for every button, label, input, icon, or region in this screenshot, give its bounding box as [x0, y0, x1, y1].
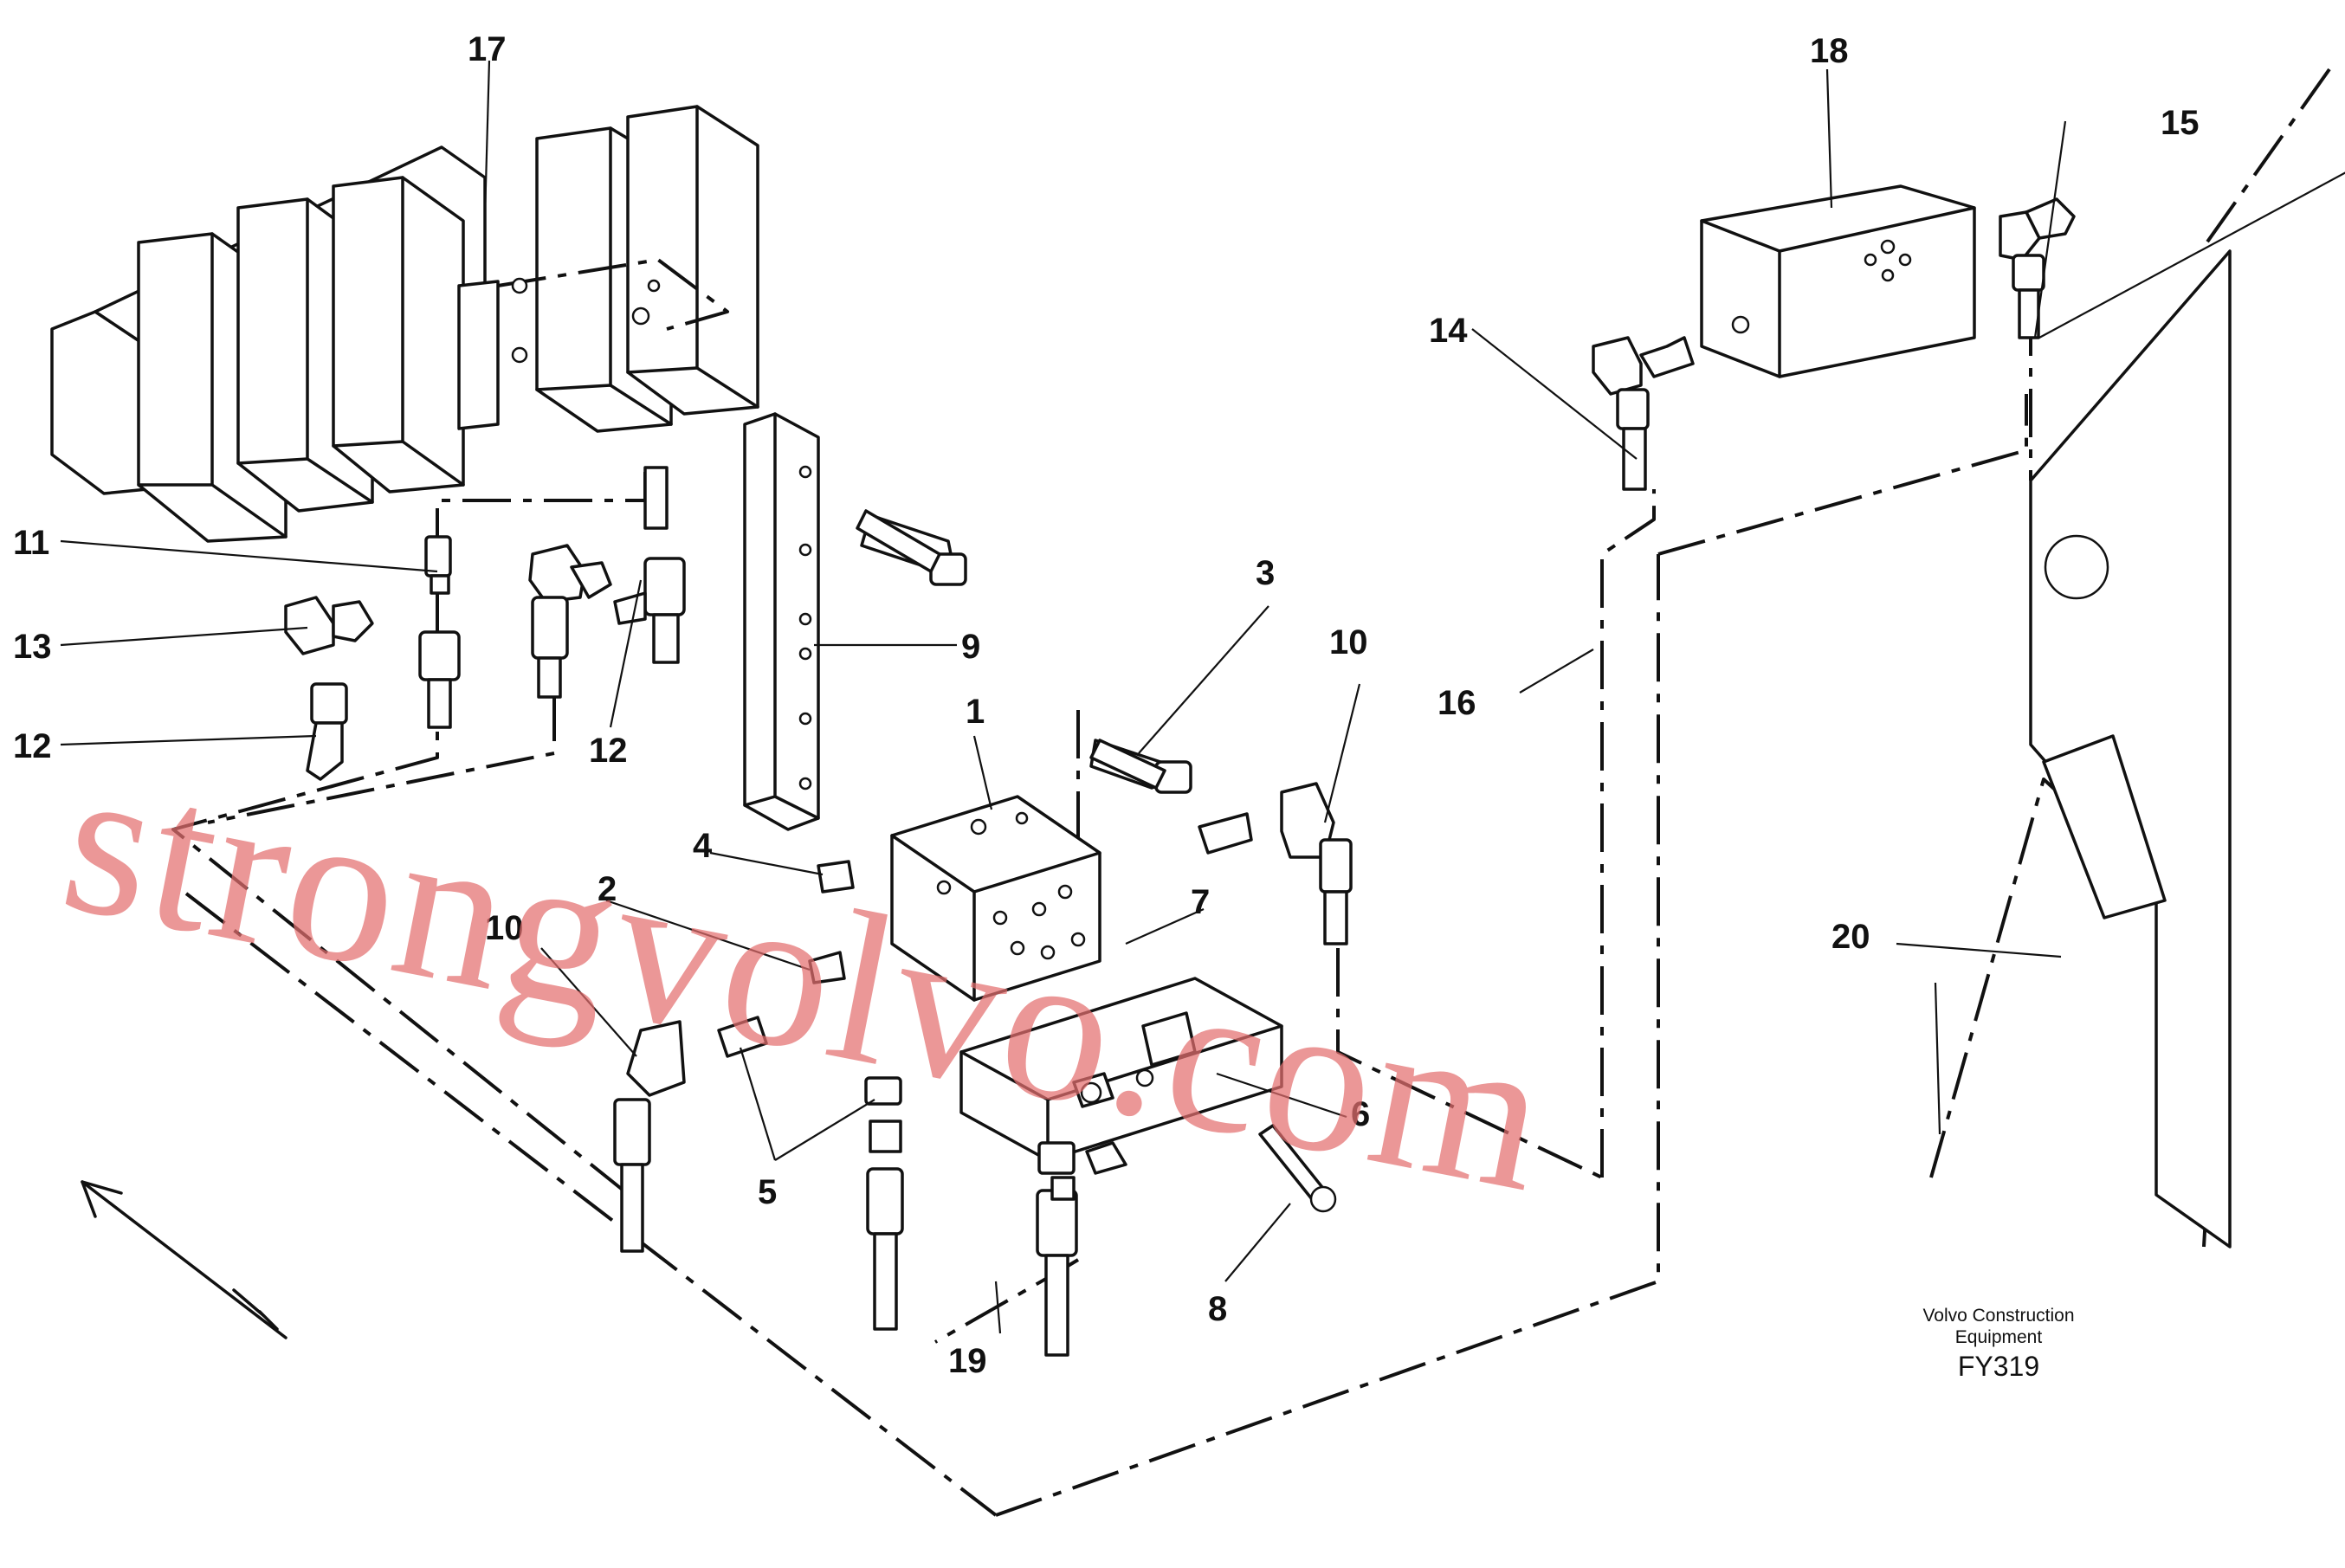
callout-10-left: 10: [485, 909, 524, 947]
callout-10-right: 10: [1329, 623, 1368, 661]
callout-15: 14: [1429, 312, 1468, 350]
callout-numbers: 17 18 15 14 3 10 16 9 1 11 13 12 12 4 2 …: [13, 30, 2200, 1380]
valve-bank-18: [50, 105, 759, 543]
callout-14: 13: [13, 628, 52, 666]
callout-5: 5: [758, 1173, 777, 1211]
frame-21: [1934, 249, 2232, 1249]
bolts: [856, 509, 1337, 1213]
callout-8: 8: [1208, 1290, 1227, 1328]
block-19: [1700, 184, 1976, 378]
fittings-center: [613, 513, 1353, 1357]
callout-leaders: [60, 60, 2345, 1334]
callout-18: 17: [468, 30, 507, 68]
callout-19: 18: [1810, 32, 1849, 70]
callout-21: 20: [1831, 918, 1870, 956]
solenoid-valve-6: [959, 977, 1283, 1162]
caption-company: Volvo Construction: [1922, 1306, 2075, 1326]
callout-2: 2: [598, 870, 617, 908]
callout-13: 12: [589, 732, 628, 770]
callout-6: 6: [1351, 1095, 1370, 1133]
manifold-block-1: [890, 795, 1101, 1002]
fittings-right: [1592, 197, 2076, 491]
callout-17: 16: [1437, 684, 1476, 722]
callout-7: 7: [1191, 883, 1210, 921]
callout-11: 12: [13, 727, 52, 765]
callout-9: 9: [961, 628, 980, 666]
callout-12: 11: [13, 524, 49, 562]
callout-16: 15: [2161, 104, 2200, 142]
callout-20: 19: [948, 1342, 987, 1380]
bar-9: [743, 412, 820, 831]
caption-subtitle: Equipment: [1954, 1327, 2043, 1347]
callout-3: 3: [1256, 554, 1275, 592]
callout-1: 1: [966, 693, 985, 731]
flow-direction-arrow: [81, 1180, 287, 1339]
caption-figure-code: FY319: [1957, 1351, 2040, 1382]
callout-4: 4: [693, 827, 713, 865]
fittings-left: [284, 466, 686, 781]
